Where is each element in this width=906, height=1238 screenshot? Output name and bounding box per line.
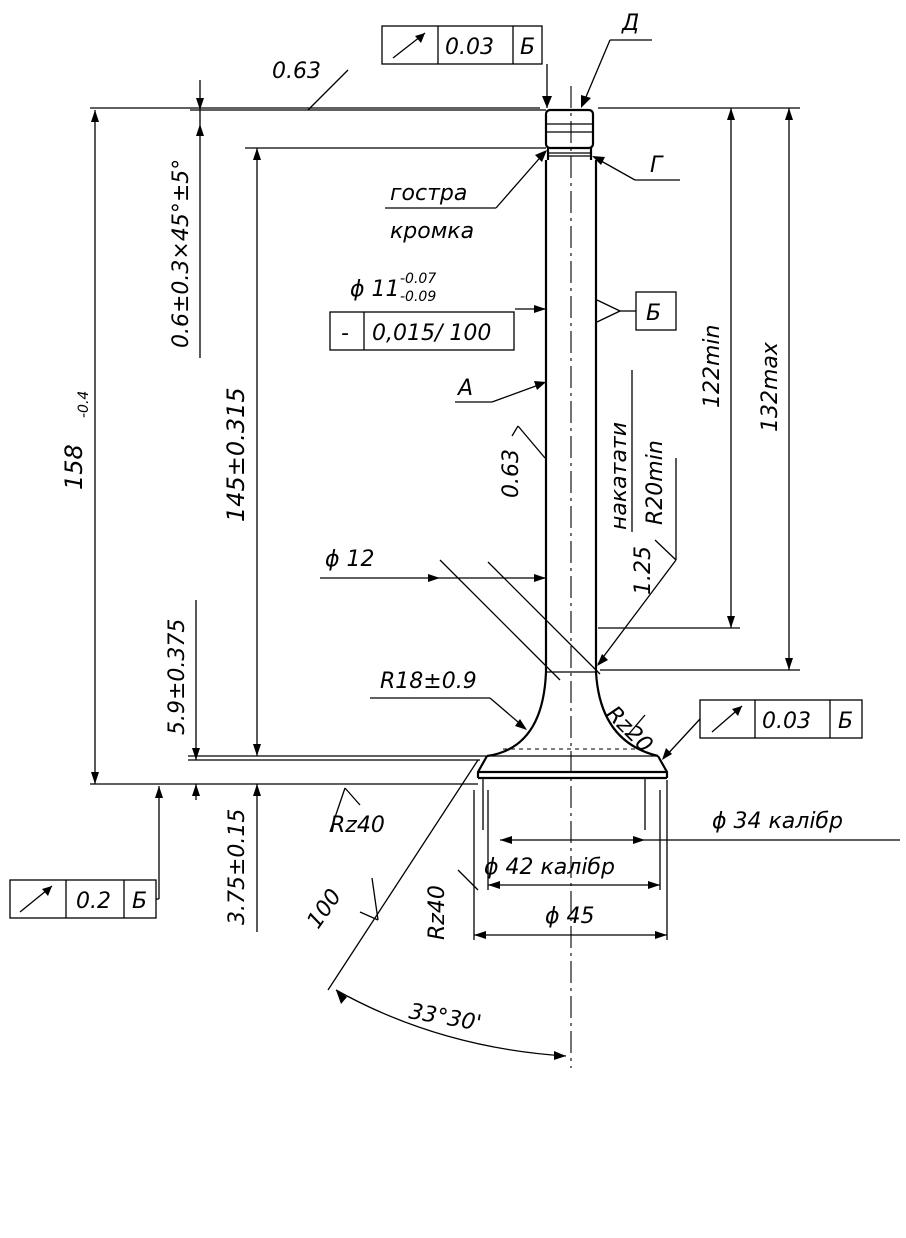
knurl-radius: R20min <box>643 440 668 525</box>
runout-face-value: 0.03 <box>762 709 811 734</box>
len-122: 122min <box>700 325 725 408</box>
roughness-100: 100 <box>302 885 347 934</box>
callout-d: Д <box>621 11 639 36</box>
straightness-symbol: - <box>341 321 349 346</box>
radius-18: R18±0.9 <box>380 669 477 694</box>
roughness-rz40-seat: Rz40 <box>425 885 450 940</box>
datum-b-frame <box>597 292 676 330</box>
runout-bottom-value: 0.2 <box>76 889 111 914</box>
roughness-rz40-left: Rz40 <box>330 813 385 838</box>
len-145: 145±0.315 <box>222 387 250 522</box>
head-height: 5.9±0.375 <box>165 619 190 735</box>
stem-tol-lower: -0.09 <box>400 289 436 305</box>
callout-a: A <box>456 376 473 401</box>
datum-b: Б <box>646 301 661 326</box>
len-158: 158 <box>60 444 88 490</box>
stem-diameter: ϕ 11 <box>350 277 400 302</box>
runout-top-datum: Б <box>520 35 535 60</box>
sharp-edge-line2: кромка <box>390 219 474 244</box>
runout-bottom-datum: Б <box>132 889 147 914</box>
stem-tol-upper: -0.07 <box>400 271 436 287</box>
sharp-edge-line1: гостра <box>390 181 467 206</box>
len-158-tol: -0.4 <box>76 391 92 418</box>
len-132: 132max <box>758 341 783 432</box>
runout-face-datum: Б <box>838 709 853 734</box>
angle-label: 33°30' <box>407 999 483 1036</box>
diam-45: ϕ 45 <box>545 904 595 929</box>
straightness-value: 0,015/ 100 <box>372 321 491 346</box>
knurl-note: накатати <box>607 422 632 530</box>
roughness-knurl: 1.25 <box>631 546 656 595</box>
runout-top-value: 0.03 <box>445 35 494 60</box>
callout-g: Г <box>650 153 664 178</box>
roughness-top-label: 0.63 <box>272 59 321 84</box>
face-thickness: 3.75±0.15 <box>225 809 250 925</box>
diam-34: ϕ 34 калібр <box>712 809 843 834</box>
diam-12: ϕ 12 <box>325 547 375 572</box>
diam-42: ϕ 42 калібр <box>484 855 615 880</box>
roughness-stem: 0.63 <box>499 449 524 498</box>
chamfer-label: 0.6±0.3×45°±5° <box>169 159 194 348</box>
